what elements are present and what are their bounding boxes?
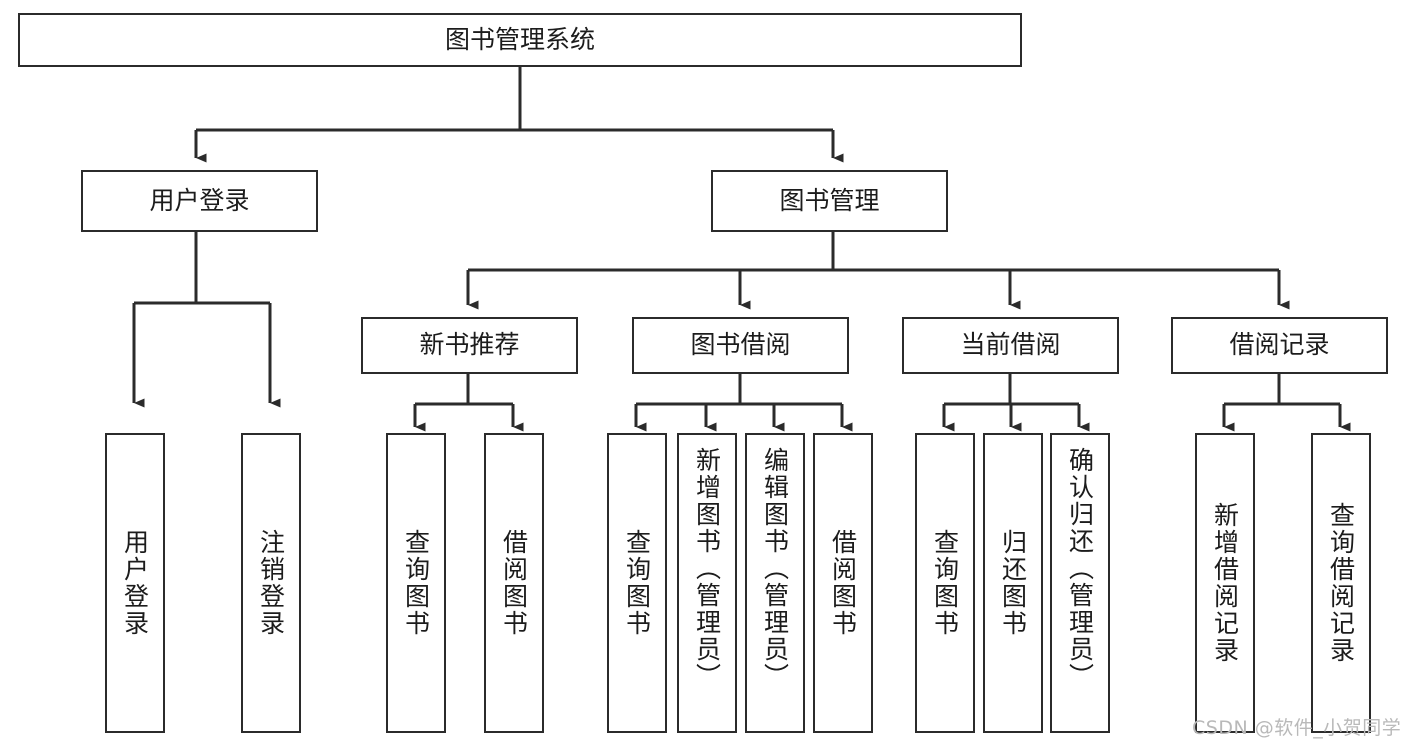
node-label: 用户登录	[149, 185, 250, 215]
node-label: 图书管理	[779, 185, 880, 215]
node-label: 图书借阅	[690, 330, 791, 360]
node-label: 借阅记录	[1229, 330, 1330, 360]
node-new-book-recommendation[interactable]: 新书推荐	[361, 317, 578, 374]
leaf-borrow-book-recommend[interactable]: 借阅图书	[484, 433, 544, 733]
node-book-management[interactable]: 图书管理	[711, 170, 948, 232]
node-label: 用户登录	[120, 529, 150, 637]
node-label: 新书推荐	[419, 330, 520, 360]
leaf-return-book[interactable]: 归还图书	[983, 433, 1043, 733]
node-label: 借阅图书	[499, 529, 529, 637]
node-label: 借阅图书	[828, 529, 858, 637]
leaf-edit-book-admin[interactable]: 编辑图书（管理员）	[745, 433, 805, 733]
leaf-logout[interactable]: 注销登录	[241, 433, 301, 733]
node-label: 新增图书（管理员）	[692, 447, 722, 690]
node-label: 注销登录	[256, 529, 286, 637]
leaf-add-book-admin[interactable]: 新增图书（管理员）	[677, 433, 737, 733]
node-label: 图书管理系统	[444, 24, 595, 54]
node-borrow-record[interactable]: 借阅记录	[1171, 317, 1388, 374]
node-label: 当前借阅	[960, 330, 1061, 360]
leaf-query-borrow-record[interactable]: 查询借阅记录	[1311, 433, 1371, 733]
node-label: 查询图书	[930, 529, 960, 637]
leaf-query-book-borrow[interactable]: 查询图书	[607, 433, 667, 733]
csdn-watermark: CSDN @软件_小贺同学	[1192, 717, 1402, 739]
node-book-borrow[interactable]: 图书借阅	[632, 317, 849, 374]
leaf-add-borrow-record[interactable]: 新增借阅记录	[1195, 433, 1255, 733]
node-label: 编辑图书（管理员）	[760, 447, 790, 690]
node-root-book-management-system[interactable]: 图书管理系统	[18, 13, 1022, 67]
leaf-borrow-book[interactable]: 借阅图书	[813, 433, 873, 733]
leaf-confirm-return-admin[interactable]: 确认归还（管理员）	[1050, 433, 1110, 733]
leaf-query-book-current[interactable]: 查询图书	[915, 433, 975, 733]
node-label: 查询图书	[622, 529, 652, 637]
node-label: 查询图书	[401, 529, 431, 637]
node-label: 归还图书	[998, 529, 1028, 637]
node-user-login[interactable]: 用户登录	[81, 170, 318, 232]
node-label: 确认归还（管理员）	[1065, 447, 1095, 690]
node-label: 新增借阅记录	[1210, 502, 1240, 664]
node-label: 查询借阅记录	[1326, 502, 1356, 664]
leaf-query-book-recommend[interactable]: 查询图书	[386, 433, 446, 733]
leaf-user-login[interactable]: 用户登录	[105, 433, 165, 733]
node-current-borrow[interactable]: 当前借阅	[902, 317, 1119, 374]
